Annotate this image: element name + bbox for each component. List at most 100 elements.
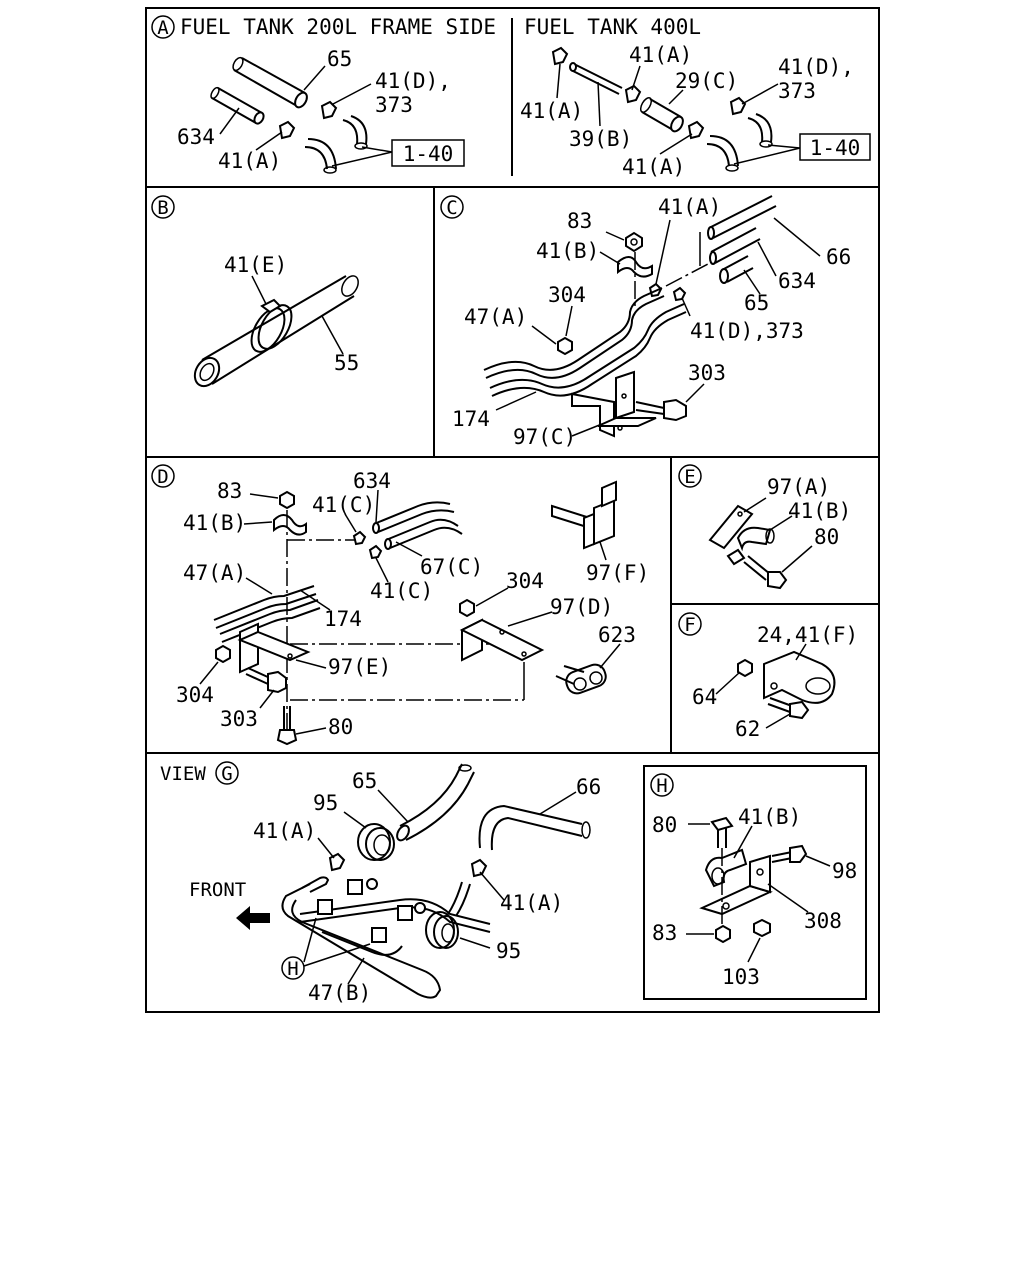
panel-g: VIEW G FRONT — [160, 761, 601, 1005]
label-97f: 97(F) — [586, 561, 649, 585]
grommet-95-icon — [357, 823, 395, 861]
bolt-80-icon — [710, 816, 734, 848]
pipe-174-icon — [219, 599, 321, 643]
label-47a: 47(A) — [464, 305, 527, 329]
label-304: 304 — [548, 283, 586, 307]
hose-65-icon — [232, 56, 308, 109]
panel-e: E 97(A) 41(B) 80 — [678, 464, 851, 590]
panel-h: H 8 — [643, 765, 867, 1000]
bracket-clamp-icon — [317, 878, 426, 943]
bolt-80-icon — [276, 706, 298, 746]
label-24-41f: 24,41(F) — [757, 623, 858, 647]
label-66: 66 — [576, 775, 601, 799]
label-66: 66 — [826, 245, 851, 269]
label-634: 634 — [353, 469, 391, 493]
nut-64-icon — [737, 658, 753, 678]
label-39b: 39(B) — [569, 127, 632, 151]
panel-a2-title: FUEL TANK 400L — [524, 15, 701, 39]
panel-g-h-marker: H — [287, 958, 298, 980]
nut-103-icon — [753, 918, 771, 938]
panel-c-marker: C — [446, 197, 457, 219]
nut-304-icon — [459, 598, 475, 618]
panel-a-marker-circle — [151, 15, 175, 39]
elbow-fitting-icon — [304, 115, 368, 174]
clamp-41b-icon — [726, 526, 775, 566]
nut-304-icon — [215, 644, 231, 664]
clip-41a-icon — [278, 120, 296, 140]
nut-304-icon — [557, 336, 573, 356]
hose-65-icon — [396, 763, 475, 842]
grommet-95-icon — [425, 911, 459, 949]
label-41a-top: 41(A) — [629, 43, 692, 67]
label-41a-left: 41(A) — [253, 819, 316, 843]
panel-a2-leaders — [556, 63, 801, 165]
bracket-97a-icon — [708, 504, 754, 550]
clip-41d-icon — [729, 96, 747, 116]
label-80: 80 — [814, 525, 839, 549]
label-83: 83 — [652, 921, 677, 945]
label-41a-left: 41(A) — [520, 99, 583, 123]
label-41a: 41(A) — [658, 195, 721, 219]
label-97c: 97(C) — [513, 425, 576, 449]
clamp-41b-icon — [704, 848, 748, 888]
label-47a: 47(A) — [183, 561, 246, 585]
label-41a: 41(A) — [218, 149, 281, 173]
label-303: 303 — [688, 361, 726, 385]
panel-c: C — [440, 195, 851, 449]
label-41d: 41(D), — [778, 55, 854, 79]
panel-a-title: FUEL TANK 200L FRAME SIDE — [180, 15, 496, 39]
hose-clamp-41e-icon — [250, 298, 293, 353]
label-65: 65 — [327, 47, 352, 71]
bracket-97d-icon — [459, 618, 545, 662]
label-98: 98 — [832, 859, 857, 883]
label-174: 174 — [324, 607, 362, 631]
label-373: 373 — [375, 93, 413, 117]
nut-83-icon — [625, 231, 643, 253]
label-80: 80 — [328, 715, 353, 739]
clip-41c-icon — [368, 544, 383, 560]
label-41b: 41(B) — [788, 499, 851, 523]
label-41c-top: 41(C) — [312, 493, 375, 517]
panel-e-marker: E — [684, 466, 695, 488]
hose-634-icon — [372, 501, 455, 534]
nut-83-icon — [279, 490, 295, 510]
panel-h-marker: H — [656, 775, 667, 797]
label-ref-1-40: 1-40 — [403, 142, 454, 166]
reference-box-1-40 — [799, 133, 871, 161]
label-634: 634 — [778, 269, 816, 293]
label-303: 303 — [220, 707, 258, 731]
front-label: FRONT — [189, 879, 246, 901]
label-95-top: 95 — [313, 791, 338, 815]
label-174: 174 — [452, 407, 490, 431]
panel-b-marker: B — [157, 197, 168, 219]
clamp-41b-icon — [273, 514, 307, 536]
label-64: 64 — [692, 685, 717, 709]
label-304-right: 304 — [506, 569, 544, 593]
pipe-47a-icon — [213, 585, 317, 629]
panel-b: B 41(E) 55 — [151, 195, 359, 388]
label-41e: 41(E) — [224, 253, 287, 277]
view-label: VIEW — [160, 763, 206, 785]
label-41b: 41(B) — [536, 239, 599, 263]
clip-41c-icon — [352, 530, 367, 546]
label-55: 55 — [334, 351, 359, 375]
hose-66-icon — [478, 804, 591, 851]
front-arrow-icon — [236, 906, 270, 930]
label-80: 80 — [652, 813, 677, 837]
bolt-62-icon — [767, 697, 810, 720]
label-97a: 97(A) — [767, 475, 830, 499]
bracket-97c-icon — [571, 370, 657, 438]
panel-g-leaders — [303, 789, 577, 985]
panel-a: A FUEL TANK 200L FRAME SIDE — [151, 15, 496, 174]
clamp-2441f-icon — [763, 650, 836, 704]
hose-67c-icon — [384, 518, 463, 550]
hose-29c-icon — [639, 97, 684, 133]
hose-65-icon — [719, 255, 754, 284]
bracket-97e-icon — [237, 622, 311, 674]
diagram-frame — [145, 7, 880, 1013]
bolt-303-icon — [635, 398, 687, 422]
panel-a-leaders — [219, 65, 393, 167]
label-83: 83 — [217, 479, 242, 503]
bolt-80-icon — [743, 555, 788, 590]
